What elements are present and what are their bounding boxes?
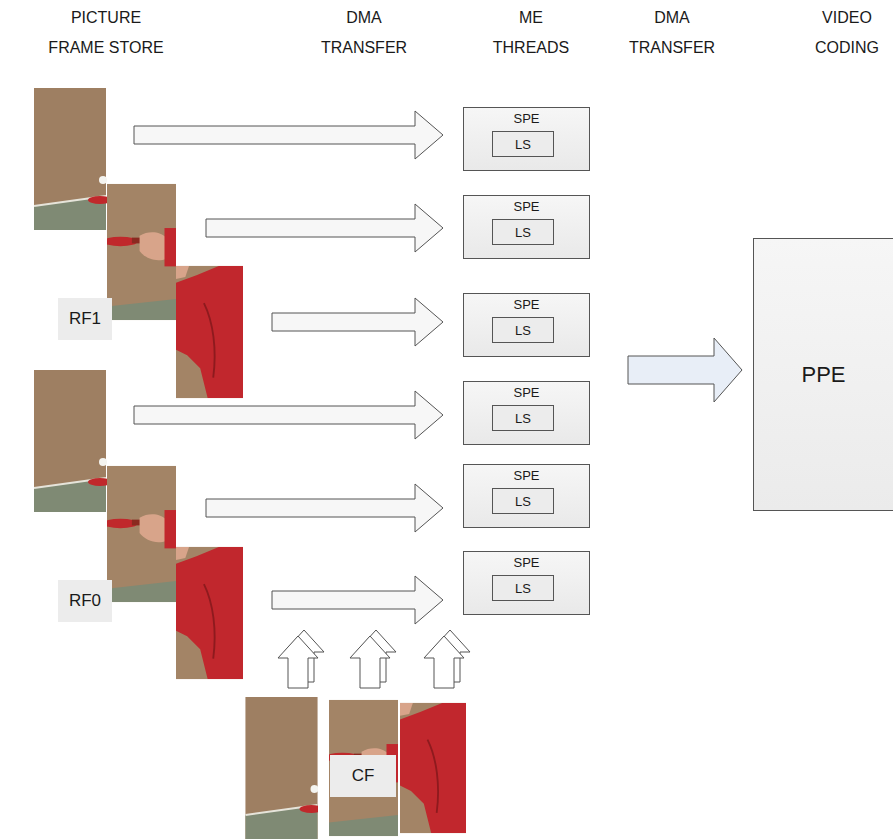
processor-box: SPE LS <box>463 195 590 259</box>
column-heading: PICTURE FRAME STORE <box>44 3 168 63</box>
block-arrow <box>272 576 443 624</box>
local-store-box: LS <box>492 405 554 431</box>
store-name: LS <box>515 411 531 426</box>
processor-box: SPE LS <box>463 293 590 357</box>
frame-strip <box>400 703 466 833</box>
processor-box: PPE <box>753 238 893 511</box>
block-arrow <box>134 111 443 159</box>
block-arrow <box>272 298 443 346</box>
store-name: LS <box>515 225 531 240</box>
local-store-box: LS <box>492 488 554 514</box>
frame-strip <box>34 370 112 512</box>
block-arrow <box>628 338 742 402</box>
processor-name: PPE <box>801 362 845 388</box>
block-arrow <box>206 484 443 532</box>
processor-box: SPE LS <box>463 107 590 171</box>
processor-box: SPE LS <box>463 464 590 528</box>
frame-strip <box>103 466 176 602</box>
frame-strip <box>34 88 112 230</box>
local-store-box: LS <box>492 131 554 157</box>
store-name: LS <box>515 494 531 509</box>
frame-label: RF1 <box>58 298 112 340</box>
processor-box: SPE LS <box>463 381 590 445</box>
column-heading: VIDEO CODING <box>807 3 887 63</box>
frame-strip <box>325 700 398 836</box>
up-arrow <box>278 636 318 688</box>
local-store-box: LS <box>492 317 554 343</box>
cf-up-arrows <box>278 630 470 688</box>
up-arrow <box>424 636 464 688</box>
current-frame-cf <box>246 697 467 839</box>
frame-label: CF <box>330 755 396 797</box>
store-name: LS <box>515 581 531 596</box>
block-arrow <box>206 204 443 252</box>
processor-name: SPE <box>464 297 589 312</box>
frame-strip <box>176 547 243 679</box>
frame-label: RF0 <box>58 580 112 622</box>
frame-strip <box>176 266 243 398</box>
block-arrow <box>134 391 443 439</box>
column-heading: DMA TRANSFER <box>316 3 412 63</box>
processor-box: SPE LS <box>463 551 590 615</box>
store-name: LS <box>515 137 531 152</box>
processor-name: SPE <box>464 468 589 483</box>
processor-name: SPE <box>464 555 589 570</box>
column-heading: ME THREADS <box>486 3 576 63</box>
processor-name: SPE <box>464 199 589 214</box>
frame-strip <box>246 697 324 839</box>
frame-strip <box>103 184 176 320</box>
up-arrow <box>350 636 390 688</box>
local-store-box: LS <box>492 219 554 245</box>
local-store-box: LS <box>492 575 554 601</box>
column-heading: DMA TRANSFER <box>624 3 720 63</box>
processor-name: SPE <box>464 385 589 400</box>
store-name: LS <box>515 323 531 338</box>
dma-arrows <box>134 111 443 624</box>
processor-name: SPE <box>464 111 589 126</box>
